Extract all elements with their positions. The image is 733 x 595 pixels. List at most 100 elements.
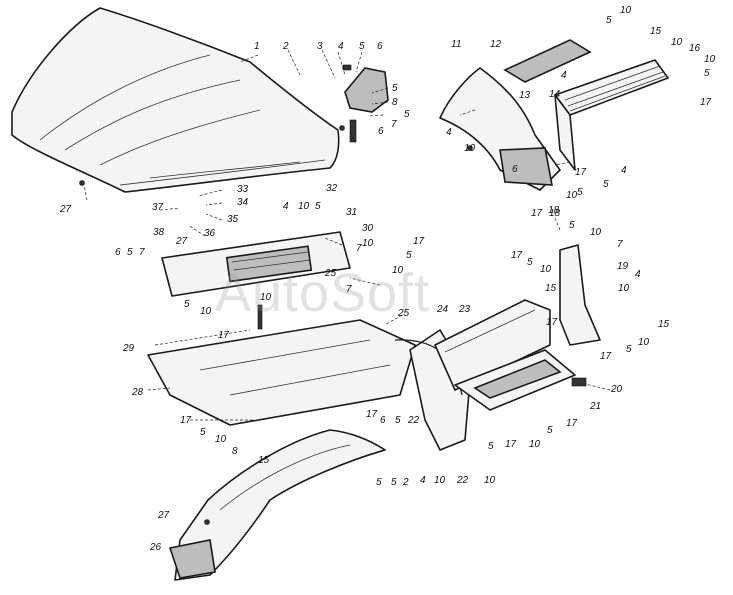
callout-label: 4 xyxy=(338,41,344,52)
callout-label: 4 xyxy=(283,201,289,212)
callout-label: 5 xyxy=(569,220,575,231)
callout-label: 15 xyxy=(658,319,670,330)
callout-label: 17 xyxy=(700,97,712,108)
callout-label: 6 xyxy=(377,41,383,52)
callout-label: 6 xyxy=(512,164,518,175)
step-panel xyxy=(434,299,551,391)
lower-fender xyxy=(168,429,386,581)
callout-label: 4 xyxy=(635,269,641,280)
callout-label: 24 xyxy=(437,304,449,315)
step-tread xyxy=(454,349,587,411)
callout-label: 36 xyxy=(204,228,216,239)
callout-label: 31 xyxy=(346,207,358,218)
callout-label: 5 xyxy=(404,109,410,120)
callout-label: 18 xyxy=(548,205,560,216)
callout-label: 32 xyxy=(326,183,338,194)
callout-label: 17 xyxy=(600,351,612,362)
callout-label: 28 xyxy=(132,387,144,398)
callout-label: 5 xyxy=(395,415,401,426)
callout-label: 10 xyxy=(260,292,272,303)
callout-label: 10 xyxy=(540,264,552,275)
callout-label: 33 xyxy=(237,184,249,195)
callout-label: 13 xyxy=(519,90,531,101)
callout-label: 17 xyxy=(180,415,192,426)
callout-label: 21 xyxy=(590,401,602,412)
callout-label: 11 xyxy=(451,39,462,50)
callout-label: 5 xyxy=(200,427,206,438)
callout-label: 5 xyxy=(406,250,412,261)
callout-label: 7 xyxy=(617,239,623,250)
callout-label: 7 xyxy=(139,247,145,258)
callout-label: 30 xyxy=(362,223,374,234)
callout-label: 22 xyxy=(457,475,469,486)
callout-label: 6 xyxy=(380,415,386,426)
callout-label: 10 xyxy=(590,227,602,238)
callout-label: 38 xyxy=(153,227,165,238)
callout-label: 17 xyxy=(546,317,558,328)
callout-label: 1 xyxy=(254,41,260,52)
rear-fender xyxy=(439,67,561,191)
callout-label: 10 xyxy=(566,190,578,201)
callout-label: 7 xyxy=(356,243,362,254)
callout-label: 23 xyxy=(459,304,471,315)
callout-label: 4 xyxy=(621,165,627,176)
callout-label: 5 xyxy=(704,68,710,79)
hood-cover xyxy=(11,7,340,193)
callout-label: 10 xyxy=(671,37,683,48)
callout-label: 5 xyxy=(392,83,398,94)
callout-label: 5 xyxy=(391,477,397,488)
callout-label: 10 xyxy=(620,5,632,16)
upper-step xyxy=(503,39,592,83)
hood-bracket xyxy=(342,64,389,143)
callout-label: 7 xyxy=(391,119,397,130)
callout-label: 10 xyxy=(434,475,446,486)
callout-label: 19 xyxy=(617,261,629,272)
callout-label: 27 xyxy=(158,510,170,521)
callout-label: 17 xyxy=(505,439,517,450)
callout-label: 7 xyxy=(346,284,352,295)
callout-label: 25 xyxy=(398,308,410,319)
callout-label: 10 xyxy=(298,201,310,212)
callout-label: 5 xyxy=(184,299,190,310)
callout-label: 18 xyxy=(549,208,561,219)
callout-label: 5 xyxy=(359,41,365,52)
callout-label: 35 xyxy=(227,214,239,225)
callout-label: 5 xyxy=(547,425,553,436)
callout-label: 37 xyxy=(152,202,164,213)
watermark-text: AutoSoft xyxy=(215,263,431,323)
step-bracket xyxy=(559,244,601,346)
callout-label: 10 xyxy=(215,434,227,445)
callout-label: 5 xyxy=(315,201,321,212)
callout-label: 14 xyxy=(549,89,561,100)
callout-label: 5 xyxy=(527,257,533,268)
callout-label: 17 xyxy=(575,167,587,178)
floor-plate xyxy=(147,304,416,426)
callout-label: 5 xyxy=(127,247,133,258)
callout-label: 26 xyxy=(150,542,162,553)
callout-label: 5 xyxy=(376,477,382,488)
callout-label: 2 xyxy=(283,41,289,52)
callout-label: 2 xyxy=(403,477,409,488)
front-panel xyxy=(161,231,351,297)
callout-label: 6 xyxy=(115,247,121,258)
callout-label: 10 xyxy=(638,337,650,348)
callout-label: 34 xyxy=(237,197,249,208)
callout-label: 22 xyxy=(408,415,420,426)
callout-label: 8 xyxy=(392,97,398,108)
callout-label: 10 xyxy=(200,306,212,317)
callout-label: 5 xyxy=(577,187,583,198)
callout-label: 16 xyxy=(689,43,701,54)
callout-label: 12 xyxy=(490,39,502,50)
callout-label: 10 xyxy=(484,475,496,486)
callout-label: 10 xyxy=(464,143,476,154)
callout-label: 29 xyxy=(123,343,135,354)
callout-label: 17 xyxy=(413,236,425,247)
callout-label: 17 xyxy=(218,330,230,341)
callout-label: 27 xyxy=(60,204,72,215)
callout-label: 5 xyxy=(488,441,494,452)
callout-label: 3 xyxy=(317,41,323,52)
callout-label: 17 xyxy=(511,250,523,261)
rear-grille xyxy=(554,59,669,171)
